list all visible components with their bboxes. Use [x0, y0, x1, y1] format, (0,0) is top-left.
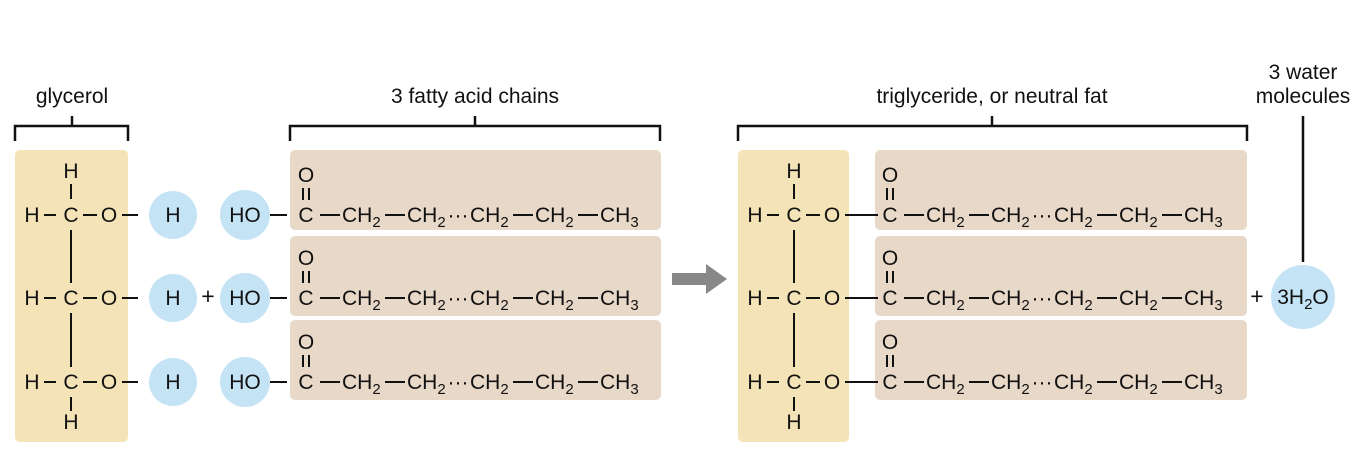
hydroxyl-group: HO	[229, 371, 261, 394]
carbonyl-oxygen: O	[882, 331, 898, 354]
fatty-acid-box-3	[290, 320, 661, 400]
hydrogen-bubble	[149, 358, 197, 406]
methylene-group: CH2	[535, 287, 574, 314]
methylene-group: CH2	[991, 287, 1030, 314]
carbonyl-carbon: C	[298, 287, 313, 310]
carbonyl-carbon: C	[882, 204, 897, 227]
triglyceride-fatty-acid-box-2	[875, 236, 1247, 316]
carbonyl-carbon: C	[298, 204, 313, 227]
plus-sign-reactants: +	[201, 283, 214, 309]
water-bubble	[1271, 265, 1335, 329]
carbon-atom: C	[786, 287, 801, 310]
chain-ellipsis: ···	[1032, 371, 1053, 394]
hydrogen-atom: H	[747, 287, 762, 310]
chain-ellipsis: ···	[448, 287, 469, 310]
hydrogen-atom: H	[24, 204, 39, 227]
chain-ellipsis: ···	[448, 371, 469, 394]
fatty-acids-label: 3 fatty acid chains	[391, 85, 559, 108]
carbonyl-carbon: C	[882, 371, 897, 394]
fatty-acid-box-2	[290, 236, 661, 316]
hydrogen-bubble	[149, 274, 197, 322]
glycerol-bracket	[13, 116, 130, 141]
glycerol-box	[15, 150, 128, 442]
carbonyl-carbon: C	[298, 371, 313, 394]
carbon-atom: C	[63, 204, 78, 227]
oxygen-atom: O	[824, 204, 840, 227]
water-formula-prefix: 3H	[1277, 286, 1304, 309]
water-label-line2: molecules	[1256, 85, 1351, 108]
chain-ellipsis: ···	[1032, 287, 1053, 310]
triglyceride-glycerol-box	[738, 150, 849, 442]
triglyceride-bracket	[736, 116, 1249, 141]
hydrogen-atom: H	[165, 287, 180, 310]
hydrogen-atom: H	[747, 371, 762, 394]
triglyceride-fatty-acid-box-3	[875, 320, 1247, 400]
hydrogen-atom: H	[63, 160, 78, 183]
methylene-group: CH2	[926, 287, 965, 314]
carbonyl-oxygen: O	[298, 331, 314, 354]
triglyceride-fatty-acid-box-1	[875, 150, 1247, 230]
hydrogen-atom: H	[786, 160, 801, 183]
carbon-atom: C	[786, 371, 801, 394]
carbonyl-carbon: C	[882, 287, 897, 310]
reaction-arrow-icon	[672, 264, 727, 294]
hydrogen-atom: H	[747, 204, 762, 227]
water-label-line1: 3 water	[1269, 61, 1338, 84]
water-formula-subscript: 2	[1304, 296, 1312, 313]
hydroxyl-bubble	[220, 357, 270, 407]
plus-sign-products: +	[1250, 283, 1263, 309]
hydrogen-atom: H	[165, 371, 180, 394]
hydrogen-atom: H	[63, 411, 78, 434]
carbon-atom: C	[63, 287, 78, 310]
oxygen-atom: O	[824, 287, 840, 310]
hydroxyl-group: HO	[229, 204, 261, 227]
water-formula: 3H2O	[1277, 286, 1329, 313]
hydroxyl-bubble	[220, 190, 270, 240]
oxygen-atom: O	[824, 371, 840, 394]
chain-ellipsis: ···	[1032, 204, 1053, 227]
carbonyl-oxygen: O	[882, 247, 898, 270]
triglyceride-label: triglyceride, or neutral fat	[876, 85, 1107, 108]
carbon-atom: C	[63, 371, 78, 394]
hydrogen-atom: H	[24, 287, 39, 310]
carbonyl-oxygen: O	[298, 247, 314, 270]
hydrogen-atom: H	[165, 204, 180, 227]
fatty-acids-bracket	[288, 116, 662, 141]
oxygen-atom: O	[101, 371, 117, 394]
carbonyl-oxygen: O	[298, 164, 314, 187]
hydrogen-atom: H	[786, 411, 801, 434]
hydroxyl-bubble	[220, 273, 270, 323]
hydrogen-atom: H	[24, 371, 39, 394]
carbon-atom: C	[786, 204, 801, 227]
glycerol-label: glycerol	[36, 85, 108, 108]
oxygen-atom: O	[101, 204, 117, 227]
hydrogen-bubble	[149, 191, 197, 239]
chain-ellipsis: ···	[448, 204, 469, 227]
carbonyl-oxygen: O	[882, 164, 898, 187]
fatty-acid-box-1	[290, 150, 661, 230]
oxygen-atom: O	[101, 287, 117, 310]
hydroxyl-group: HO	[229, 287, 261, 310]
water-formula-suffix: O	[1312, 286, 1328, 309]
